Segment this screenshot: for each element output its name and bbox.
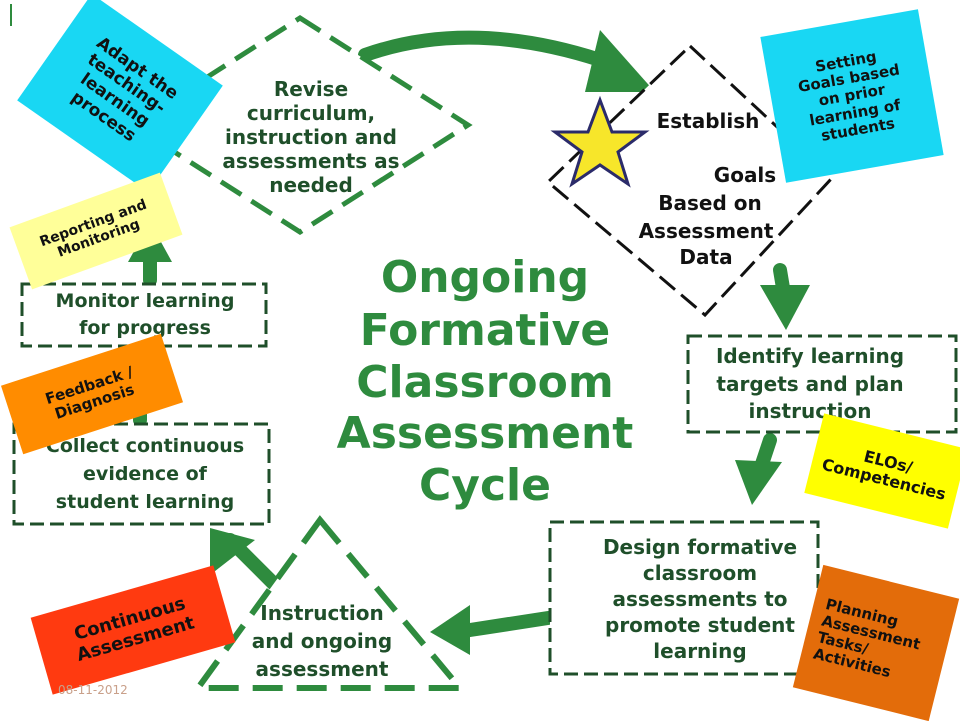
design-line-3: assessments to — [612, 587, 787, 611]
title-line-5: Cycle — [419, 460, 551, 511]
establish-node-text: Establish Goals Based on Assessment Data — [639, 109, 777, 269]
star-icon — [550, 95, 650, 188]
arrowhead-design — [735, 460, 782, 505]
design-line-1: Design formative — [603, 535, 797, 559]
instruction-node-text: Instruction and ongoing assessment — [252, 601, 392, 681]
monitor-node-text: Monitor learning for progress — [56, 290, 235, 339]
arrow-revise-to-establish — [358, 30, 607, 67]
design-line-5: learning — [653, 639, 746, 663]
establish-line-3: Based on — [658, 191, 761, 215]
identify-line-3: instruction — [749, 399, 872, 423]
revise-line-4: assessments as — [222, 149, 399, 173]
arrowhead-identify — [760, 285, 810, 330]
revise-line-1: Revise — [274, 77, 348, 101]
instruction-line-3: assessment — [256, 657, 389, 681]
identify-line-2: targets and plan — [716, 372, 903, 396]
title-line-3: Classroom — [356, 357, 613, 408]
instruction-line-2: and ongoing — [252, 629, 392, 653]
monitor-line-1: Monitor learning — [56, 290, 235, 312]
revise-node-text: Revise curriculum, instruction and asses… — [222, 77, 399, 197]
revise-line-5: needed — [269, 173, 353, 197]
collect-line-1: Collect continuous — [46, 435, 244, 457]
collect-line-2: evidence of — [83, 463, 208, 485]
design-node-text: Design formative classroom assessments t… — [603, 535, 797, 663]
establish-line-4: Assessment — [639, 219, 774, 243]
identify-node-text: Identify learning targets and plan instr… — [716, 344, 904, 423]
revise-line-3: instruction and — [225, 125, 397, 149]
instruction-line-1: Instruction — [260, 601, 384, 625]
identify-box — [686, 334, 958, 434]
title-line-4: Assessment — [337, 408, 634, 459]
identify-line-1: Identify learning — [716, 344, 904, 368]
corner-tick-mark — [10, 4, 12, 26]
date-label: 08-11-2012 — [58, 683, 128, 697]
arrow-design-to-instruction — [463, 611, 555, 637]
establish-line-1: Establish — [657, 109, 760, 133]
design-box — [548, 520, 820, 676]
instruction-triangle — [192, 515, 467, 691]
cycle-title: Ongoing Formative Classroom Assessment C… — [337, 252, 634, 511]
establish-line-5: Data — [679, 245, 732, 269]
collect-node-text: Collect continuous evidence of student l… — [46, 435, 244, 513]
establish-line-2: Goals — [714, 163, 776, 187]
arrowhead-collect — [210, 528, 255, 575]
collect-line-3: student learning — [56, 491, 234, 513]
note-setting-goals: Setting Goals based on prior learning of… — [760, 9, 944, 183]
title-line-1: Ongoing — [381, 252, 589, 303]
title-line-2: Formative — [360, 305, 610, 356]
design-line-4: promote student — [605, 613, 795, 637]
revise-line-2: curriculum, — [247, 101, 375, 125]
arrowhead-instruction — [430, 605, 470, 655]
monitor-line-2: for progress — [79, 317, 211, 339]
design-line-2: classroom — [643, 561, 757, 585]
arrowhead-establish — [585, 30, 655, 92]
